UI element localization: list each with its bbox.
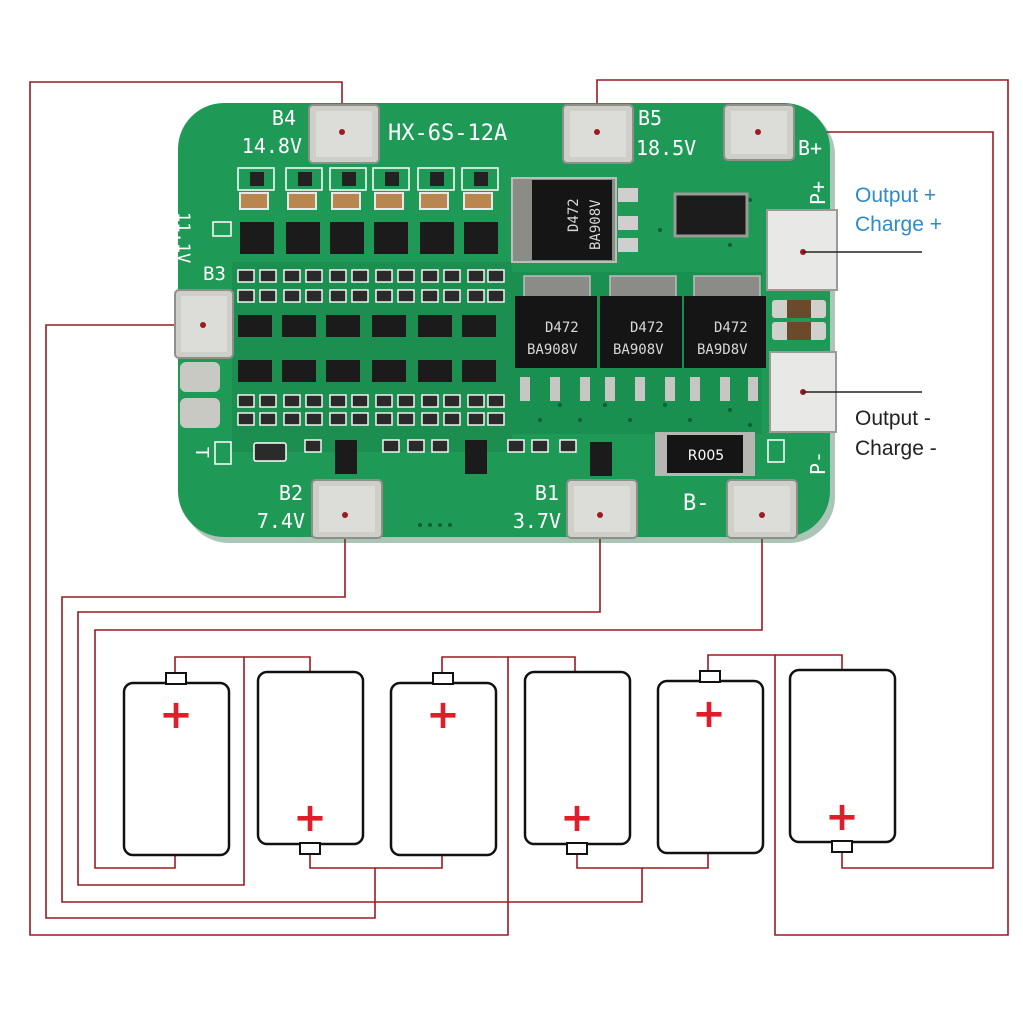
mosfet-top-code: D472 — [566, 198, 582, 232]
cap-row — [237, 167, 499, 210]
diode-top-right — [673, 192, 749, 238]
smd-components — [212, 167, 826, 527]
protection-ic-row — [212, 221, 498, 254]
wire-b2 — [61, 515, 643, 903]
battery-4-plus: + — [560, 795, 594, 841]
pcb-inner-area — [232, 262, 512, 452]
mosfet-1-batch: BA908V — [527, 342, 578, 358]
wire-cell3 — [375, 854, 443, 869]
mosfet-2-batch: BA908V — [613, 342, 664, 358]
battery-cell-6 — [788, 668, 897, 853]
wire-b5 — [596, 79, 1009, 936]
mosfets: D472 BA908V D472 BA908V D472 BA908V — [511, 177, 766, 476]
right-caps — [618, 188, 826, 463]
battery-pack — [122, 668, 897, 857]
wire-bminus — [94, 515, 763, 869]
wire-cell3-top — [441, 656, 508, 673]
wire-bplus — [758, 131, 994, 869]
wire-b1 — [77, 515, 601, 886]
pad-label-t: T — [191, 447, 212, 458]
pad-label-pplus: P+ — [806, 181, 830, 205]
battery-cell-3 — [389, 672, 498, 857]
battery-cell-4 — [523, 670, 632, 855]
wire-cell5-top — [707, 654, 775, 673]
label-charge-plus: Charge + — [855, 213, 942, 236]
mosfet-1: D472 BA908V — [515, 275, 597, 401]
label-output-minus: Output - — [855, 407, 931, 430]
sense-resistor-label: R005 — [688, 448, 724, 464]
battery-5-plus: + — [692, 691, 726, 737]
resistor-grid — [237, 269, 577, 453]
pad-voltage-b3: 11.1V — [173, 212, 193, 263]
pad-label-b1: B1 — [535, 481, 559, 505]
battery-3-plus: + — [426, 692, 460, 738]
wire-cell1-top — [174, 656, 244, 673]
mosfet-2-code: D472 — [630, 320, 664, 336]
wire-cell5 — [642, 852, 709, 869]
pad-label-bminus: B- — [683, 491, 710, 516]
wiring — [29, 79, 1009, 936]
pad-voltage-b4: 14.8V — [242, 134, 302, 158]
pad-label-b5: B5 — [638, 106, 662, 130]
mosfet-top-batch: BA908V — [588, 199, 604, 250]
battery-6-plus: + — [825, 794, 859, 840]
label-output-plus: Output + — [855, 184, 936, 207]
mosfet-3-batch: BA9D8V — [697, 342, 748, 358]
battery-2-plus: + — [293, 795, 327, 841]
mosfet-3: D472 BA9D8V — [684, 275, 766, 401]
bms-board: B4 14.8V HX-6S-12A B5 18.5V B+ P+ 11.1V … — [173, 103, 838, 543]
silkscreen: B4 14.8V HX-6S-12A B5 18.5V B+ P+ 11.1V … — [173, 106, 830, 533]
label-charge-minus: Charge - — [855, 437, 937, 460]
pad-voltage-b1: 3.7V — [513, 509, 561, 533]
wire-b3 — [45, 324, 376, 919]
board-model: HX-6S-12A — [388, 121, 507, 146]
mosfet-2: D472 BA908V — [600, 275, 682, 401]
pad-voltage-b2: 7.4V — [257, 509, 305, 533]
pad-label-bplus: B+ — [798, 136, 822, 160]
pad-label-b3: B3 — [203, 263, 226, 285]
mosfet-1-code: D472 — [545, 320, 579, 336]
battery-1-plus: + — [159, 692, 193, 738]
pad-label-pminus: P- — [806, 451, 830, 475]
aux-pad-2 — [180, 398, 220, 428]
battery-cell-2 — [256, 670, 365, 855]
mosfet-top: D472 BA908V — [511, 177, 617, 263]
plus-marks: + + + + + + — [159, 691, 859, 841]
transistor-rows — [214, 315, 612, 476]
aux-pad-1 — [180, 362, 220, 392]
wire-b4 — [29, 81, 576, 936]
output-labels: Output + Charge + Output - Charge - — [803, 184, 942, 460]
pad-voltage-b5: 18.5V — [636, 136, 696, 160]
mosfet-3-code: D472 — [714, 320, 748, 336]
pad-label-b4: B4 — [272, 106, 296, 130]
sense-resistor: R005 — [655, 432, 755, 476]
battery-cell-5 — [656, 670, 765, 855]
pad-label-b2: B2 — [279, 481, 303, 505]
battery-cell-1 — [122, 672, 231, 857]
